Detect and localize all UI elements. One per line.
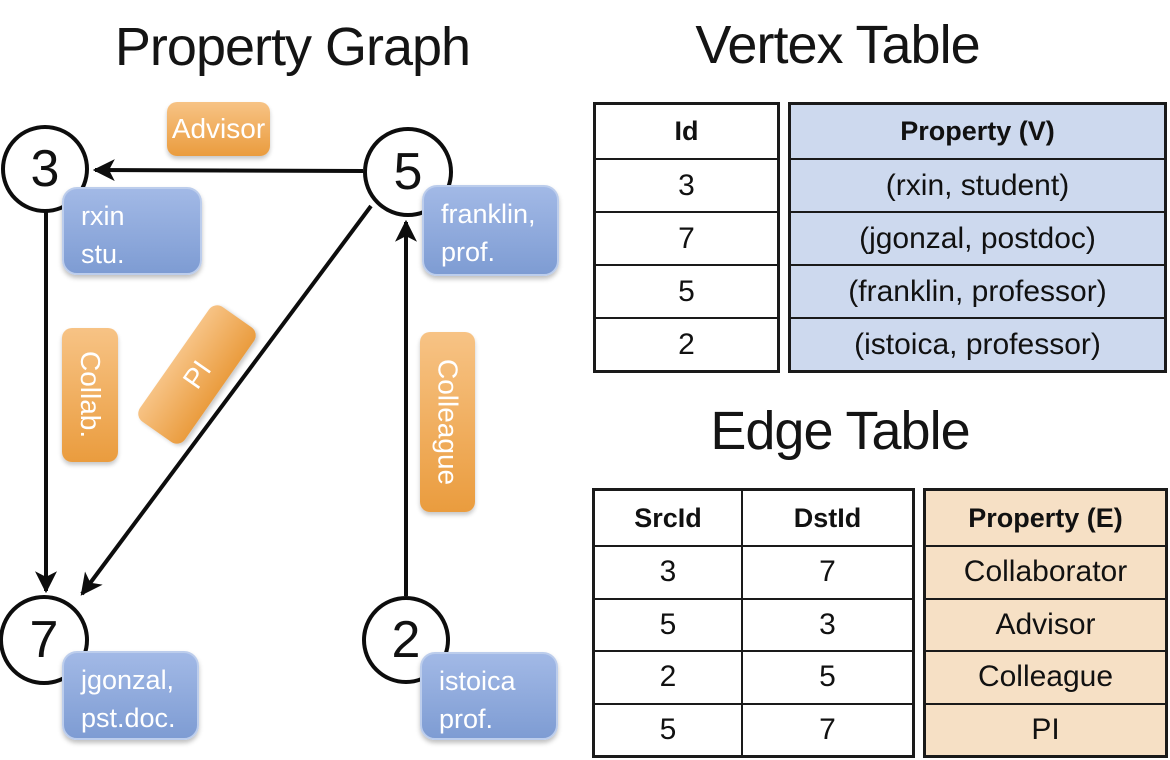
edge-table-row-property: PI (926, 702, 1165, 755)
node-5-id: 5 (393, 143, 423, 201)
vertex-property-box-7: jgonzal, pst.doc. (62, 651, 199, 740)
vertex-table-title: Vertex Table (695, 15, 980, 75)
edge-table-row-src: 3 (595, 545, 743, 598)
vertex-table-property-column: Property (V) (rxin, student) (jgonzal, p… (788, 102, 1167, 373)
vertex-property-line: jgonzal, (81, 665, 175, 695)
edge-table-row-dst: 3 (743, 597, 912, 651)
edge-table-row-dst: 7 (743, 702, 912, 756)
vertex-property-box-2: istoica prof. (420, 652, 558, 740)
vertex-table-id-column: Id 3 7 5 2 (593, 102, 780, 373)
vertex-property-line: franklin, (441, 199, 536, 229)
edge-table-srcid-header: SrcId (595, 491, 743, 545)
vertex-table-row-property: (istoica, professor) (791, 317, 1164, 370)
vertex-table-row-property: (franklin, professor) (791, 264, 1164, 317)
edge-pi-line (80, 204, 373, 596)
property-graph-title: Property Graph (114, 17, 471, 77)
node-2-id: 2 (391, 611, 421, 669)
graph-node-5: 5 (363, 127, 453, 217)
vertex-table-row-id: 5 (596, 264, 777, 317)
edge-label-collab: Collab. (62, 328, 118, 462)
edge-table-row-src: 2 (595, 650, 743, 703)
vertex-property-line: prof. (441, 237, 496, 268)
vertex-property-line: istoica (439, 666, 516, 696)
edge-table-row-dst: 7 (743, 545, 912, 598)
vertex-table-row-property: (jgonzal, postdoc) (791, 211, 1164, 264)
vertex-property-line: prof. (439, 704, 494, 735)
node-3-id: 3 (30, 140, 60, 198)
edge-table-property-column: Property (E) Collaborator Advisor Collea… (923, 488, 1168, 758)
vertex-property-box-3: rxin stu. (62, 187, 202, 275)
edge-label-advisor: Advisor (167, 102, 270, 156)
edge-label-colleague: Colleague (420, 332, 475, 512)
vertex-property-line: rxin (81, 201, 125, 231)
vertex-property-line: pst.doc. (81, 703, 176, 734)
edge-table-row-property: Colleague (926, 650, 1165, 703)
vertex-table-property-header: Property (V) (791, 105, 1164, 158)
edge-table-id-columns: SrcId DstId 3 7 5 3 2 5 5 7 (592, 488, 915, 758)
vertex-table-row-id: 3 (596, 158, 777, 211)
edge-table-property-header: Property (E) (926, 491, 1165, 545)
graph-node-2: 2 (362, 596, 450, 684)
edge-table-row-property: Advisor (926, 597, 1165, 650)
edge-advisor-line (92, 159, 364, 182)
vertex-table-row-id: 2 (596, 317, 777, 370)
edge-table-row-src: 5 (595, 702, 743, 755)
edge-table-row-src: 5 (595, 597, 743, 650)
graph-edges-svg (35, 159, 417, 596)
edge-table-row-property: Collaborator (926, 545, 1165, 598)
vertex-table-row-id: 7 (596, 211, 777, 264)
edge-table-dstid-header: DstId (793, 502, 862, 533)
edge-table-title: Edge Table (710, 401, 970, 461)
node-7-id: 7 (29, 611, 59, 669)
vertex-table-id-header: Id (674, 116, 699, 146)
edge-table-row-dst: 5 (743, 650, 912, 703)
vertex-table-row-property: (rxin, student) (791, 158, 1164, 211)
vertex-property-box-5: franklin, prof. (422, 185, 559, 276)
vertex-property-line: stu. (81, 239, 125, 270)
